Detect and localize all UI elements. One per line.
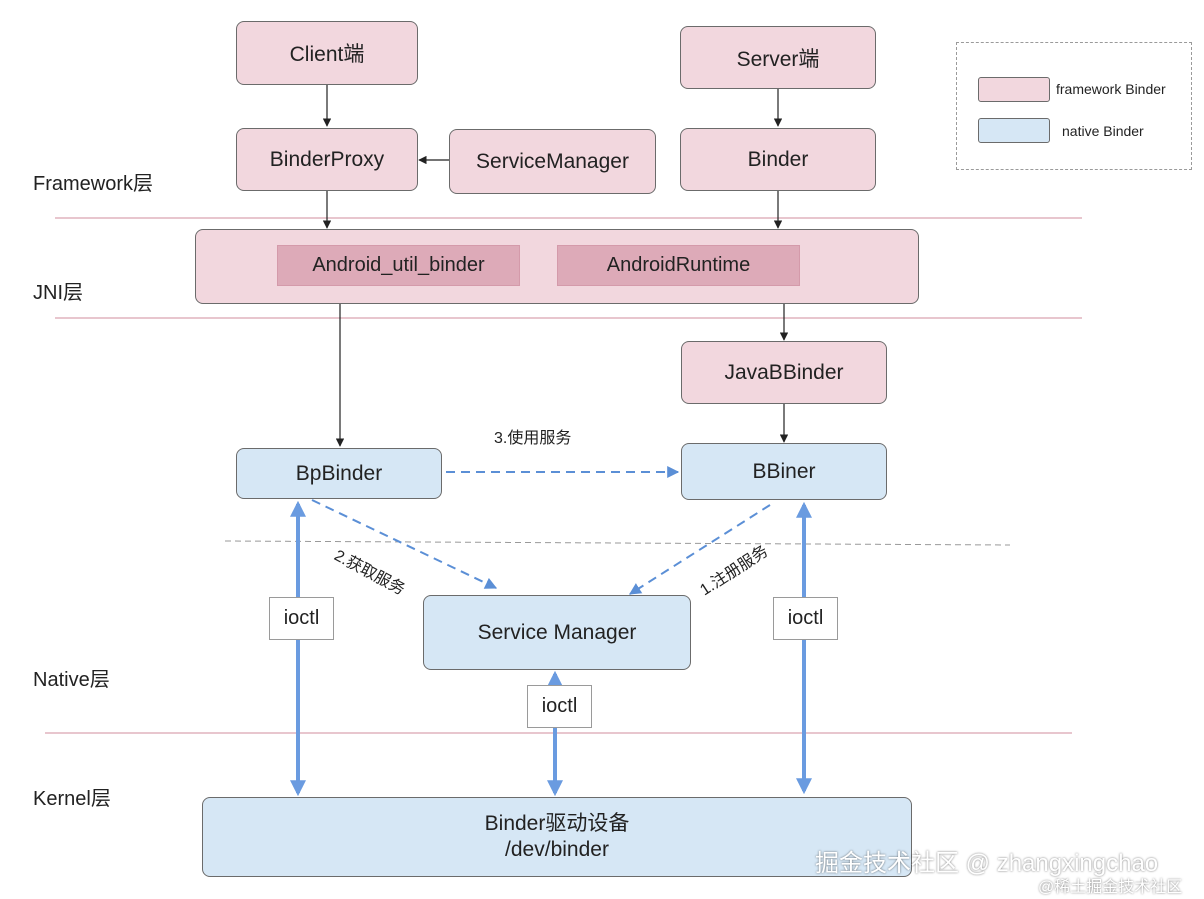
layer-label-native: Native层 <box>33 669 110 691</box>
arrow-get-service <box>311 499 498 589</box>
legend <box>956 42 1192 170</box>
node-binder-proxy-label: BinderProxy <box>269 147 385 171</box>
legend-swatch-native <box>978 118 1050 143</box>
node-service-manager-framework: ServiceManager <box>449 129 656 194</box>
node-binder-driver-path: /dev/binder <box>505 838 609 861</box>
node-java-bbinder: JavaBBinder <box>681 341 887 404</box>
node-java-bbinder-label: JavaBBinder <box>724 360 844 384</box>
node-android-util-binder-label: Android_util_binder <box>312 254 485 276</box>
node-service-manager-native-label: Service Manager <box>477 620 637 644</box>
arrow-register-service <box>628 504 771 595</box>
ioctl-label-right: ioctl <box>773 597 838 640</box>
separator-framework-jni <box>55 217 1082 219</box>
node-server-label: Server端 <box>736 47 820 71</box>
node-binder-driver: Binder驱动设备 /dev/binder <box>202 797 912 877</box>
legend-label-framework: framework Binder <box>1056 81 1166 97</box>
native-inner-separator <box>224 540 1011 546</box>
node-binder: Binder <box>680 128 876 191</box>
node-binder-driver-label: Binder驱动设备 <box>484 811 630 835</box>
legend-swatch-framework <box>978 77 1050 102</box>
node-binder-label: Binder <box>747 147 809 171</box>
annotation-use-service: 3.使用服务 <box>494 430 572 447</box>
legend-label-native: native Binder <box>1062 123 1144 139</box>
node-binder-proxy: BinderProxy <box>236 128 418 191</box>
layer-label-jni: JNI层 <box>33 282 83 304</box>
node-service-manager-native: Service Manager <box>423 595 691 670</box>
node-bp-binder-label: BpBinder <box>295 461 383 485</box>
node-android-util-binder: Android_util_binder <box>277 245 520 286</box>
layer-label-framework: Framework层 <box>33 173 154 195</box>
node-service-manager-framework-label: ServiceManager <box>476 149 629 173</box>
ioctl-label-left: ioctl <box>269 597 334 640</box>
ioctl-label-center: ioctl <box>527 685 592 728</box>
watermark-sub: @稀土掘金技术社区 <box>1038 879 1183 896</box>
node-server: Server端 <box>680 26 876 89</box>
node-bbiner: BBiner <box>681 443 887 500</box>
node-client-label: Client端 <box>289 43 365 66</box>
node-bbiner-label: BBiner <box>752 459 816 483</box>
watermark-main: 掘金技术社区 @ zhangxingchao <box>815 850 1159 877</box>
node-android-runtime-label: AndroidRuntime <box>606 254 751 276</box>
node-bp-binder: BpBinder <box>236 448 442 499</box>
separator-jni-native <box>55 317 1082 319</box>
node-client: Client端 <box>236 21 418 85</box>
node-android-runtime: AndroidRuntime <box>557 245 800 286</box>
layer-label-kernel: Kernel层 <box>33 788 111 810</box>
